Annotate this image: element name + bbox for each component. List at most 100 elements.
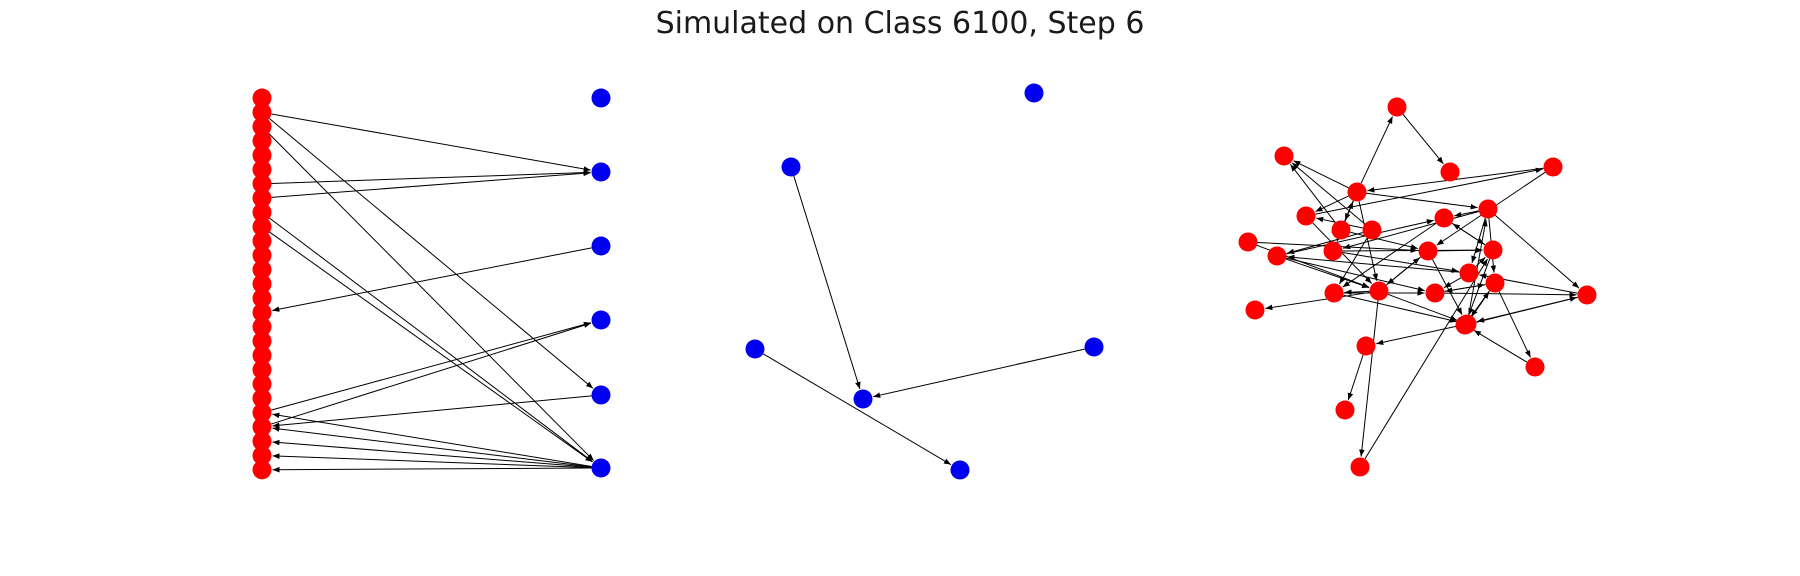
edge-red-graph-n8-n15 <box>1338 237 1368 285</box>
edge-red-graph-n20-n11 <box>1468 219 1488 315</box>
node-red-graph-n18 <box>1425 283 1445 303</box>
node-bipartite-b1 <box>591 162 611 182</box>
node-red-graph-n19 <box>1485 273 1505 293</box>
node-blue-graph-c3 <box>1084 337 1104 357</box>
edge-bipartite-r1-b1 <box>271 113 591 172</box>
node-red-graph-n23 <box>1525 357 1545 377</box>
node-bipartite-r10 <box>252 231 272 251</box>
node-bipartite-r26 <box>252 460 272 480</box>
edge-bipartite-r22-b3 <box>271 321 592 411</box>
edge-red-graph-n27-n16 <box>1364 258 1488 460</box>
node-bipartite-r15 <box>252 303 272 322</box>
node-red-graph-n12 <box>1267 246 1287 266</box>
node-red-graph-n1 <box>1274 146 1294 166</box>
edge-bipartite-b5-r23 <box>272 426 592 468</box>
edge-blue-graph-c2-c5 <box>762 353 952 466</box>
edge-bipartite-r8-b5 <box>269 217 593 463</box>
node-red-graph-n22 <box>1455 315 1475 335</box>
node-bipartite-r3 <box>252 131 272 151</box>
edge-red-graph-n9-n17 <box>1342 252 1459 273</box>
node-bipartite-r23 <box>252 417 272 437</box>
node-bipartite-b3 <box>591 310 611 330</box>
node-bipartite-b4 <box>591 385 611 405</box>
node-bipartite-r8 <box>252 202 272 222</box>
node-bipartite-r7 <box>252 188 272 208</box>
edge-bipartite-r7-b1 <box>271 170 591 198</box>
edge-red-graph-n20-n24 <box>1376 325 1458 346</box>
node-red-graph-n17 <box>1459 263 1479 283</box>
nodes-layer <box>252 83 1597 480</box>
node-red-graph-n25 <box>1335 400 1355 420</box>
node-blue-graph-c4 <box>853 389 873 409</box>
node-bipartite-r20 <box>252 374 272 394</box>
edge-red-graph-n11-n9 <box>1343 211 1479 250</box>
node-red-graph-n13 <box>1418 241 1438 261</box>
edge-red-graph-n12-n14 <box>1285 258 1370 289</box>
node-bipartite-r18 <box>252 345 272 365</box>
node-bipartite-b2 <box>591 236 611 256</box>
node-bipartite-r1 <box>252 102 272 122</box>
node-red-graph-n0 <box>1387 97 1407 117</box>
edge-red-graph-n14-n20 <box>1387 293 1458 321</box>
edge-red-graph-n14-n15 <box>1344 289 1370 296</box>
node-red-graph-n3 <box>1543 157 1563 177</box>
edge-bipartite-r9-b5 <box>269 231 593 463</box>
node-bipartite-r16 <box>252 317 272 337</box>
node-bipartite-r22 <box>252 403 272 423</box>
edge-red-graph-n17-n12 <box>1287 254 1460 273</box>
edge-red-graph-n7-n1 <box>1290 164 1336 223</box>
edge-red-graph-n4-n1 <box>1293 160 1349 189</box>
edge-red-graph-n7-n4 <box>1344 201 1354 222</box>
edge-bipartite-b4-r23 <box>272 395 592 429</box>
edge-bipartite-r23-b3 <box>270 322 592 425</box>
node-red-graph-n7 <box>1331 220 1351 240</box>
node-red-graph-n5 <box>1238 232 1258 252</box>
edge-bipartite-b5-r26 <box>272 466 592 473</box>
node-red-graph-n15 <box>1324 283 1344 303</box>
node-red-graph-n24 <box>1356 336 1376 356</box>
edge-red-graph-n8-n1 <box>1291 162 1366 225</box>
node-bipartite-r5 <box>252 160 272 179</box>
edge-red-graph-n18-n21 <box>1444 291 1577 298</box>
edge-bipartite-r2-b5 <box>268 132 594 461</box>
node-red-graph-n8 <box>1362 220 1382 240</box>
node-blue-graph-c2 <box>745 339 765 359</box>
node-bipartite-b5 <box>591 458 611 478</box>
edge-red-graph-n13-n20 <box>1432 259 1463 315</box>
edge-red-graph-n11-n21 <box>1494 214 1580 289</box>
edge-red-graph-n13-n16 <box>1437 247 1483 254</box>
node-bipartite-r9 <box>252 217 272 237</box>
edge-red-graph-n12-n18 <box>1286 257 1425 292</box>
edge-red-graph-n8-n12 <box>1286 232 1363 255</box>
edge-red-graph-n4-n11 <box>1366 192 1478 210</box>
node-blue-graph-c5 <box>950 460 970 480</box>
node-red-graph-n27 <box>1350 457 1370 477</box>
node-red-graph-n2 <box>1440 162 1460 182</box>
node-blue-graph-c1 <box>781 157 801 177</box>
edge-red-graph-n20-n19 <box>1471 291 1490 317</box>
node-bipartite-r17 <box>252 331 272 351</box>
node-blue-graph-c0 <box>1024 83 1044 103</box>
node-red-graph-n11 <box>1478 199 1498 219</box>
edge-red-graph-n24-n25 <box>1347 354 1364 401</box>
edge-blue-graph-c1-c4 <box>793 175 861 390</box>
node-bipartite-r2 <box>252 117 272 137</box>
edge-red-graph-n14-n26 <box>1265 291 1370 311</box>
node-red-graph-n21 <box>1577 285 1597 305</box>
edge-red-graph-n14-n13 <box>1386 257 1421 286</box>
node-bipartite-r12 <box>252 260 272 280</box>
node-bipartite-r4 <box>252 145 272 165</box>
edge-red-graph-n0-n2 <box>1402 114 1444 165</box>
node-red-graph-n6 <box>1296 206 1316 226</box>
node-bipartite-r19 <box>252 360 272 380</box>
edges-layer <box>268 113 1580 473</box>
edge-bipartite-r1-b4 <box>268 118 594 389</box>
edge-red-graph-n12-n10 <box>1286 219 1434 255</box>
node-bipartite-r24 <box>252 431 272 451</box>
edge-red-graph-n22-n21 <box>1474 296 1577 324</box>
figure-title: Simulated on Class 6100, Step 6 <box>655 6 1145 41</box>
edge-red-graph-n10-n15 <box>1342 222 1437 288</box>
edge-bipartite-r6-b1 <box>271 169 591 184</box>
edge-red-graph-n19-n23 <box>1498 291 1531 358</box>
